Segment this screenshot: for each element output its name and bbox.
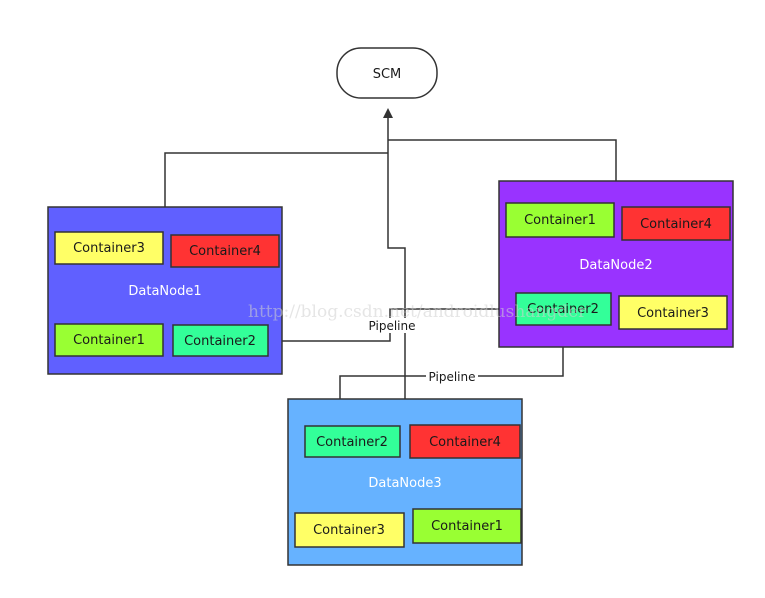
- dn3-container1-box: [412, 508, 522, 544]
- dn2-container3-box: [618, 295, 728, 330]
- datanode2: DataNode2 Container1 Container4 Containe…: [498, 180, 734, 348]
- datanode2-label: DataNode2: [579, 258, 652, 273]
- dn1-to-scm-line: [164, 152, 388, 207]
- dn2-container3-label: Container3: [637, 306, 709, 321]
- dn2-container4-box: [621, 206, 731, 241]
- dn3-container3-label: Container3: [313, 523, 385, 538]
- dn2-container2-box: [515, 292, 612, 326]
- dn1-container2-box: [172, 324, 269, 357]
- dn1-container4-box: [170, 234, 280, 268]
- datanode1: DataNode1 Container3 Container4 Containe…: [47, 206, 283, 375]
- scm-label: SCM: [373, 67, 402, 82]
- pipeline-label-2: Pipeline: [429, 370, 476, 384]
- dn2-container4-label: Container4: [640, 217, 712, 232]
- dn3-container2-box: [304, 425, 401, 458]
- dn2-container2-label: Container2: [527, 302, 599, 317]
- dn2-container1-label: Container1: [524, 213, 596, 228]
- dn1-container3-label: Container3: [73, 241, 145, 256]
- dn2-to-scm-line: [388, 139, 617, 181]
- dn3-to-scm-line: [383, 108, 406, 399]
- dn3-container4-label: Container4: [429, 435, 501, 450]
- dn1-container2-label: Container2: [184, 334, 256, 349]
- pipeline-label-1: Pipeline: [369, 319, 416, 333]
- dn3-container2-label: Container2: [316, 435, 388, 450]
- dn2-container1-box: [505, 202, 615, 238]
- datanode3-label: DataNode3: [368, 476, 441, 491]
- pipeline-labels: Pipeline Pipeline: [366, 318, 478, 384]
- dn3-container3-box: [294, 512, 405, 548]
- dn1-container1-box: [54, 323, 164, 357]
- dn1-container3-box: [54, 231, 164, 265]
- dn1-container1-label: Container1: [73, 333, 145, 348]
- datanode3: DataNode3 Container2 Container4 Containe…: [287, 398, 523, 566]
- scm-node: SCM: [336, 47, 438, 99]
- dn1-container4-label: Container4: [189, 244, 261, 259]
- dn3-container4-box: [409, 424, 521, 459]
- watermark-text: http://blog.csdn.net/androidlushangder: [248, 302, 587, 322]
- dn3-container1-label: Container1: [431, 519, 503, 534]
- datanode1-label: DataNode1: [128, 284, 201, 299]
